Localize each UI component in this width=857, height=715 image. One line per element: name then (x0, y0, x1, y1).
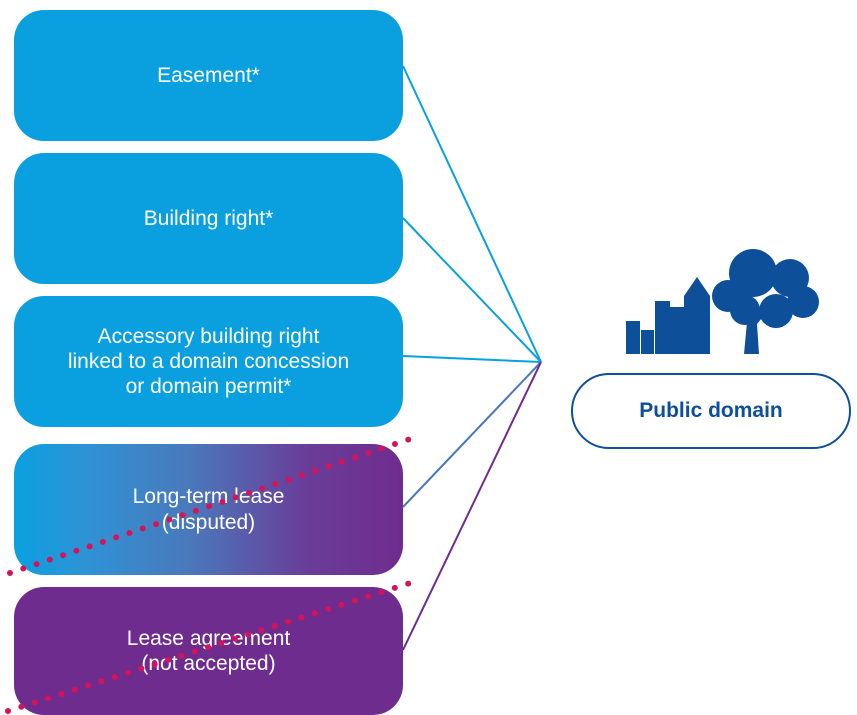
strike-long-term-lease (7, 436, 413, 576)
long-term-lease-box: Long-term lease (disputed) (14, 444, 403, 575)
lease-agreement-box: Lease agreement (not accepted) (14, 587, 403, 715)
connector-accessory-right (402, 355, 542, 363)
accessory-building-right-label: Accessory building right linked to a dom… (67, 324, 350, 399)
strike-lease-agreement (5, 580, 413, 714)
easement-label: Easement* (157, 63, 260, 87)
building-right-label: Building right* (143, 206, 274, 230)
accessory-building-right-box: Accessory building right linked to a dom… (14, 296, 403, 427)
public-domain-box: Public domain (571, 373, 851, 449)
easement-box: Easement* (14, 10, 403, 141)
building-right-box: Building right* (14, 153, 403, 284)
public-domain-label: Public domain (639, 399, 783, 422)
lease-agreement-label: Lease agreement (not accepted) (126, 626, 291, 675)
connector-lease-agreement (402, 361, 542, 651)
connector-easement (402, 65, 542, 363)
connector-building-right (402, 217, 542, 363)
connector-long-term-lease (402, 361, 542, 508)
